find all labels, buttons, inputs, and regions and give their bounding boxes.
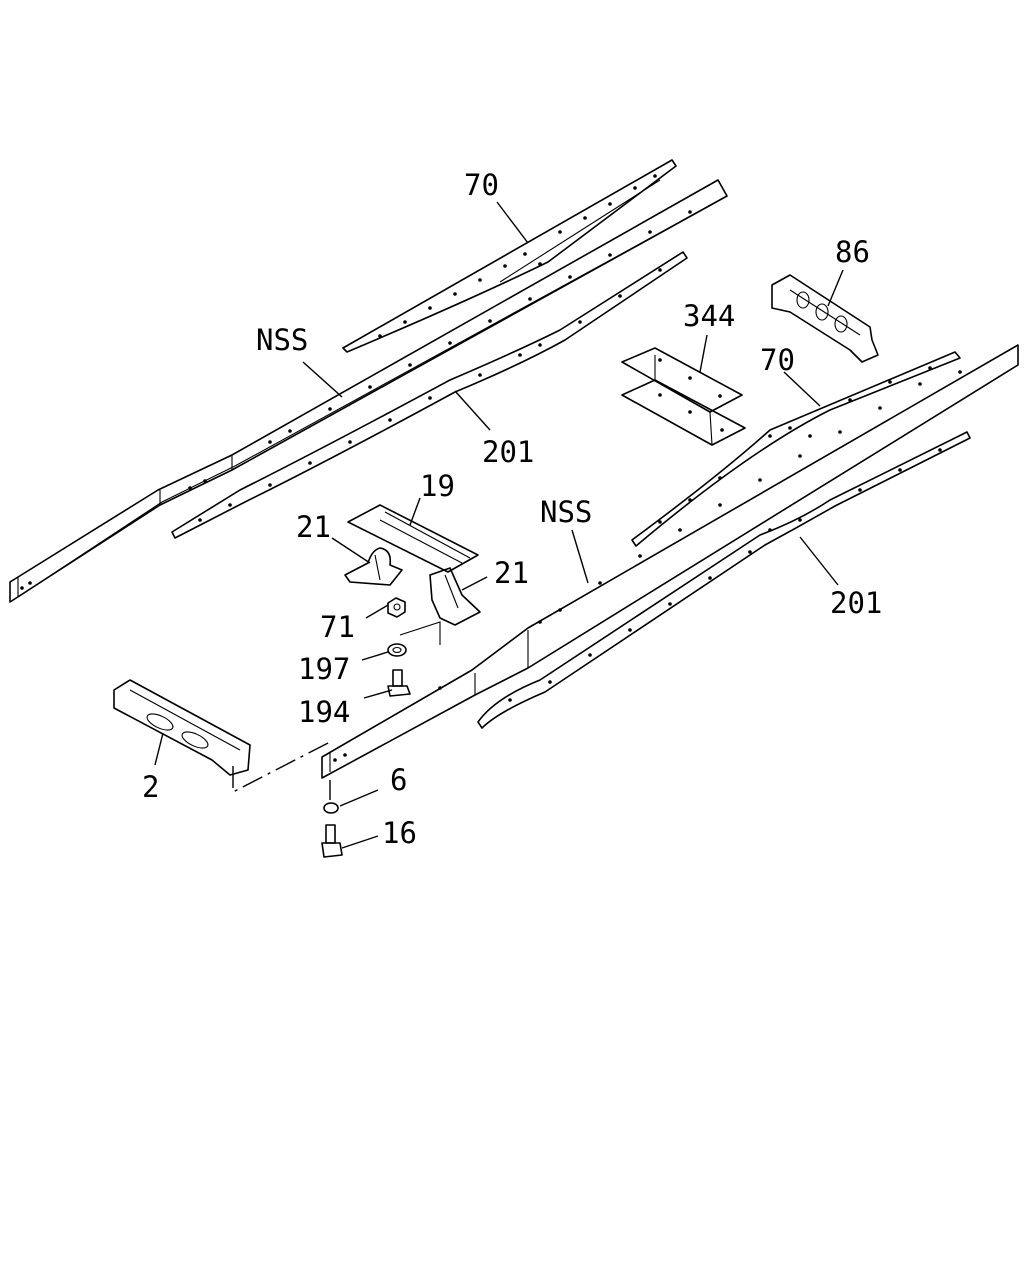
callout-201-right: 201 bbox=[830, 586, 882, 620]
bracket-21-left bbox=[344, 547, 403, 586]
callout-6: 6 bbox=[390, 763, 407, 797]
mounting-bracket-lines bbox=[399, 621, 441, 645]
callout-71: 71 bbox=[320, 610, 355, 644]
callout-16: 16 bbox=[382, 816, 417, 850]
callout-2: 2 bbox=[142, 770, 159, 804]
leader-201-right bbox=[799, 536, 839, 586]
leader-16 bbox=[341, 835, 379, 849]
callout-197: 197 bbox=[298, 652, 350, 686]
crossmember-2 bbox=[113, 679, 251, 776]
leader-86 bbox=[827, 269, 844, 307]
callout-70-left: 70 bbox=[464, 168, 499, 202]
callout-86: 86 bbox=[835, 235, 870, 269]
leader-344 bbox=[699, 334, 708, 373]
leader-201-left bbox=[454, 390, 491, 431]
washer-197 bbox=[387, 643, 407, 657]
reinforcement-plate-70-right bbox=[631, 351, 961, 547]
callout-201-left: 201 bbox=[482, 435, 534, 469]
nut-71 bbox=[387, 597, 406, 618]
plates-344 bbox=[621, 347, 746, 446]
leader-194 bbox=[363, 689, 393, 699]
callout-194: 194 bbox=[298, 695, 350, 729]
crossmember-19 bbox=[347, 504, 479, 573]
leader-197 bbox=[361, 651, 389, 661]
bolt-16 bbox=[321, 824, 343, 858]
assembly-dash-line bbox=[232, 741, 331, 794]
leader-2 bbox=[154, 732, 164, 766]
leader-nss-right bbox=[571, 529, 589, 584]
side-rail-nss-left bbox=[9, 179, 728, 603]
callout-70-right: 70 bbox=[760, 343, 795, 377]
callout-nss-left: NSS bbox=[256, 323, 308, 357]
leader-nss-left bbox=[302, 361, 343, 398]
leader-6 bbox=[339, 789, 379, 807]
leader-19 bbox=[409, 497, 421, 526]
inner-liner-201-left bbox=[171, 251, 688, 539]
bracket-21-right bbox=[429, 567, 481, 626]
washer-6 bbox=[323, 802, 339, 814]
inner-liner-201-right bbox=[477, 431, 971, 729]
leader-71 bbox=[365, 604, 389, 619]
callout-19: 19 bbox=[420, 469, 455, 503]
callout-344: 344 bbox=[683, 299, 735, 333]
reinforcement-plate-70-left bbox=[342, 159, 677, 353]
callout-nss-right: NSS bbox=[540, 495, 592, 529]
leader-70-right bbox=[783, 371, 821, 407]
callout-21-right: 21 bbox=[494, 556, 529, 590]
leader-21-right bbox=[461, 576, 488, 591]
side-rail-nss-right bbox=[321, 344, 1019, 779]
leader-21-left bbox=[331, 537, 371, 564]
leader-70-left bbox=[496, 201, 529, 244]
bolt-194 bbox=[387, 669, 411, 697]
callout-21-left: 21 bbox=[296, 510, 331, 544]
